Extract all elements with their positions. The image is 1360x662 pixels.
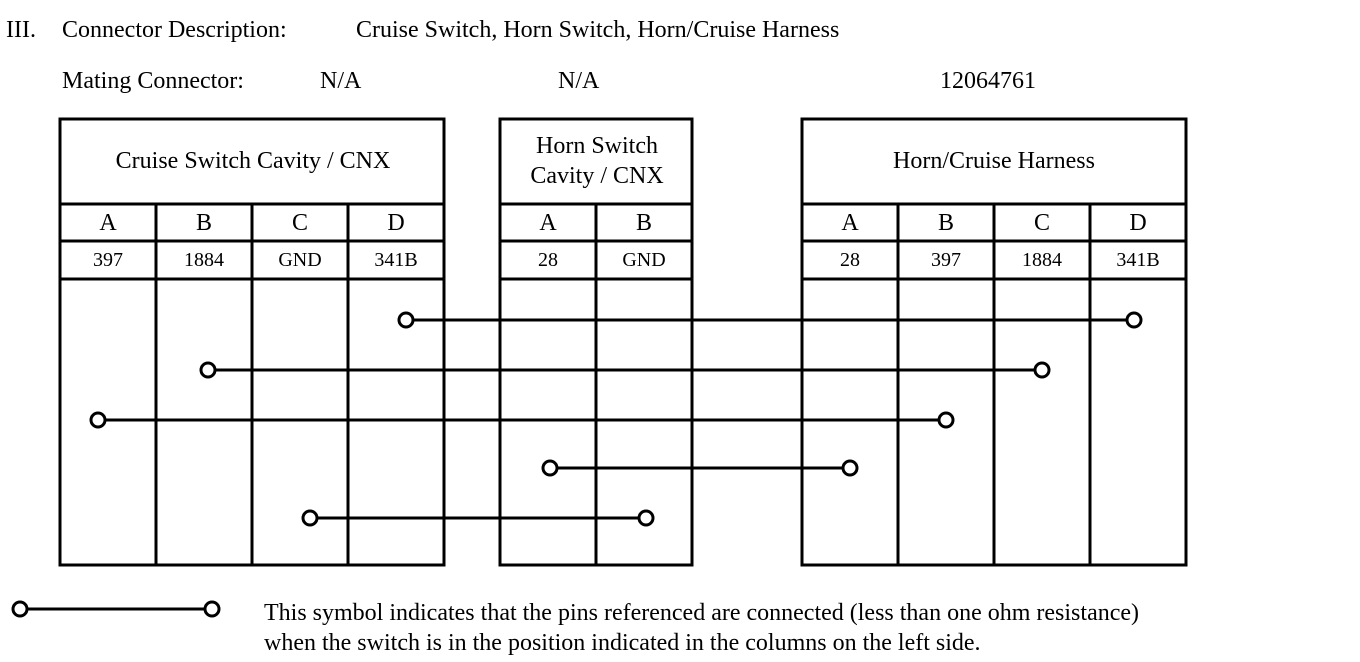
connector-title-cruise-switch: Cruise Switch Cavity / CNX bbox=[115, 148, 391, 174]
connector-title-horn-switch: Horn Switch Cavity / CNX bbox=[530, 133, 664, 189]
harness-pin-a-value: 28 bbox=[840, 248, 860, 271]
horn-pin-a-value: 28 bbox=[538, 248, 558, 271]
legend-symbol-left-terminal bbox=[11, 600, 29, 618]
horn-pin-b-label: B bbox=[635, 209, 652, 236]
connection-trace bbox=[199, 361, 1051, 379]
connection-trace bbox=[541, 459, 859, 477]
cruise-pin-d-label: D bbox=[387, 209, 405, 236]
cruise-pin-c-value: GND bbox=[278, 248, 322, 271]
harness-pin-c-label: C bbox=[1033, 209, 1050, 236]
legend-text: This symbol indicates that the pins refe… bbox=[264, 598, 1139, 658]
horn-pin-b-value: GND bbox=[622, 248, 666, 271]
connection-terminal-from bbox=[199, 361, 217, 379]
cruise-pin-b-label: B bbox=[195, 209, 212, 236]
cruise-pin-b-value: 1884 bbox=[184, 248, 224, 271]
legend-symbol-right-terminal bbox=[203, 600, 221, 618]
connection-terminal-to bbox=[841, 459, 859, 477]
cruise-pin-a-label: A bbox=[99, 209, 117, 236]
horn-pin-a-label: A bbox=[539, 209, 557, 236]
mating-label: Mating Connector: bbox=[62, 68, 244, 94]
connections-layer bbox=[89, 311, 1143, 527]
connection-terminal-to bbox=[937, 411, 955, 429]
mating-value-cruise: N/A bbox=[320, 68, 362, 94]
cruise-pin-d-value: 341B bbox=[374, 248, 418, 271]
legend-symbol bbox=[11, 600, 221, 618]
cruise-pin-a-value: 397 bbox=[93, 248, 123, 271]
connection-terminal-from bbox=[541, 459, 559, 477]
connection-terminal-to bbox=[1125, 311, 1143, 329]
section-label: Connector Description: bbox=[62, 17, 287, 43]
harness-pin-a-label: A bbox=[841, 209, 859, 236]
section-description: Cruise Switch, Horn Switch, Horn/Cruise … bbox=[356, 17, 840, 43]
legend-line-1: This symbol indicates that the pins refe… bbox=[264, 600, 1140, 626]
mating-value-horn: N/A bbox=[558, 68, 600, 94]
harness-pin-d-value: 341B bbox=[1116, 248, 1160, 271]
connection-terminal-from bbox=[397, 311, 415, 329]
connection-trace bbox=[397, 311, 1143, 329]
harness-pin-b-value: 397 bbox=[931, 248, 961, 271]
connection-terminal-to bbox=[1033, 361, 1051, 379]
connection-trace bbox=[301, 509, 655, 527]
legend-line-2: when the switch is in the position indic… bbox=[264, 630, 981, 656]
cruise-pin-c-label: C bbox=[291, 209, 308, 236]
harness-pin-b-label: B bbox=[937, 209, 954, 236]
connection-trace bbox=[89, 411, 955, 429]
section-number: III. bbox=[6, 17, 36, 43]
mating-value-harness: 12064761 bbox=[940, 68, 1036, 94]
connector-title-harness: Horn/Cruise Harness bbox=[893, 148, 1095, 174]
harness-pin-c-value: 1884 bbox=[1022, 248, 1062, 271]
connection-terminal-from bbox=[301, 509, 319, 527]
connection-terminal-from bbox=[89, 411, 107, 429]
harness-pin-d-label: D bbox=[1129, 209, 1147, 236]
connection-terminal-to bbox=[637, 509, 655, 527]
